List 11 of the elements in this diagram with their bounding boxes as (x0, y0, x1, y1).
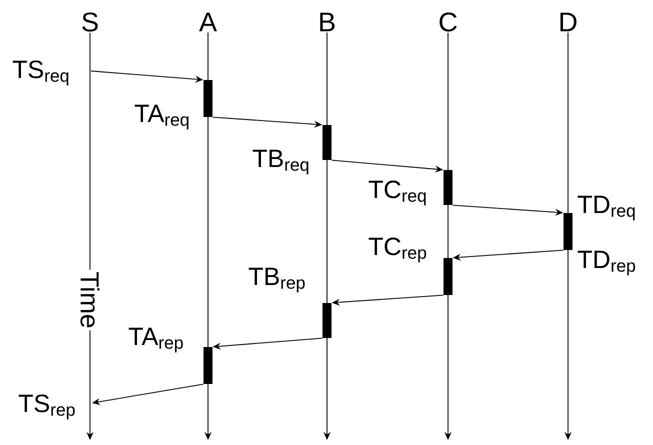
lifeline-heading: D (560, 12, 576, 32)
lifeline-heading: B (320, 12, 335, 32)
edge-label: Time (78, 270, 102, 330)
timestamp-label: TS$_{rep}$ (18, 394, 75, 420)
timestamp-label: TC$_{rep}$ (368, 238, 426, 262)
lifeline-heading: C (440, 12, 457, 32)
timestamp-label: TD$_{rep}$ (578, 250, 636, 276)
lifeline-heading: S (82, 12, 98, 32)
timestamp-label: TC$_{req}$ (368, 180, 426, 206)
timestamp-label: TS$_{req}$ (12, 60, 68, 86)
lifeline-heading: A (199, 12, 217, 32)
